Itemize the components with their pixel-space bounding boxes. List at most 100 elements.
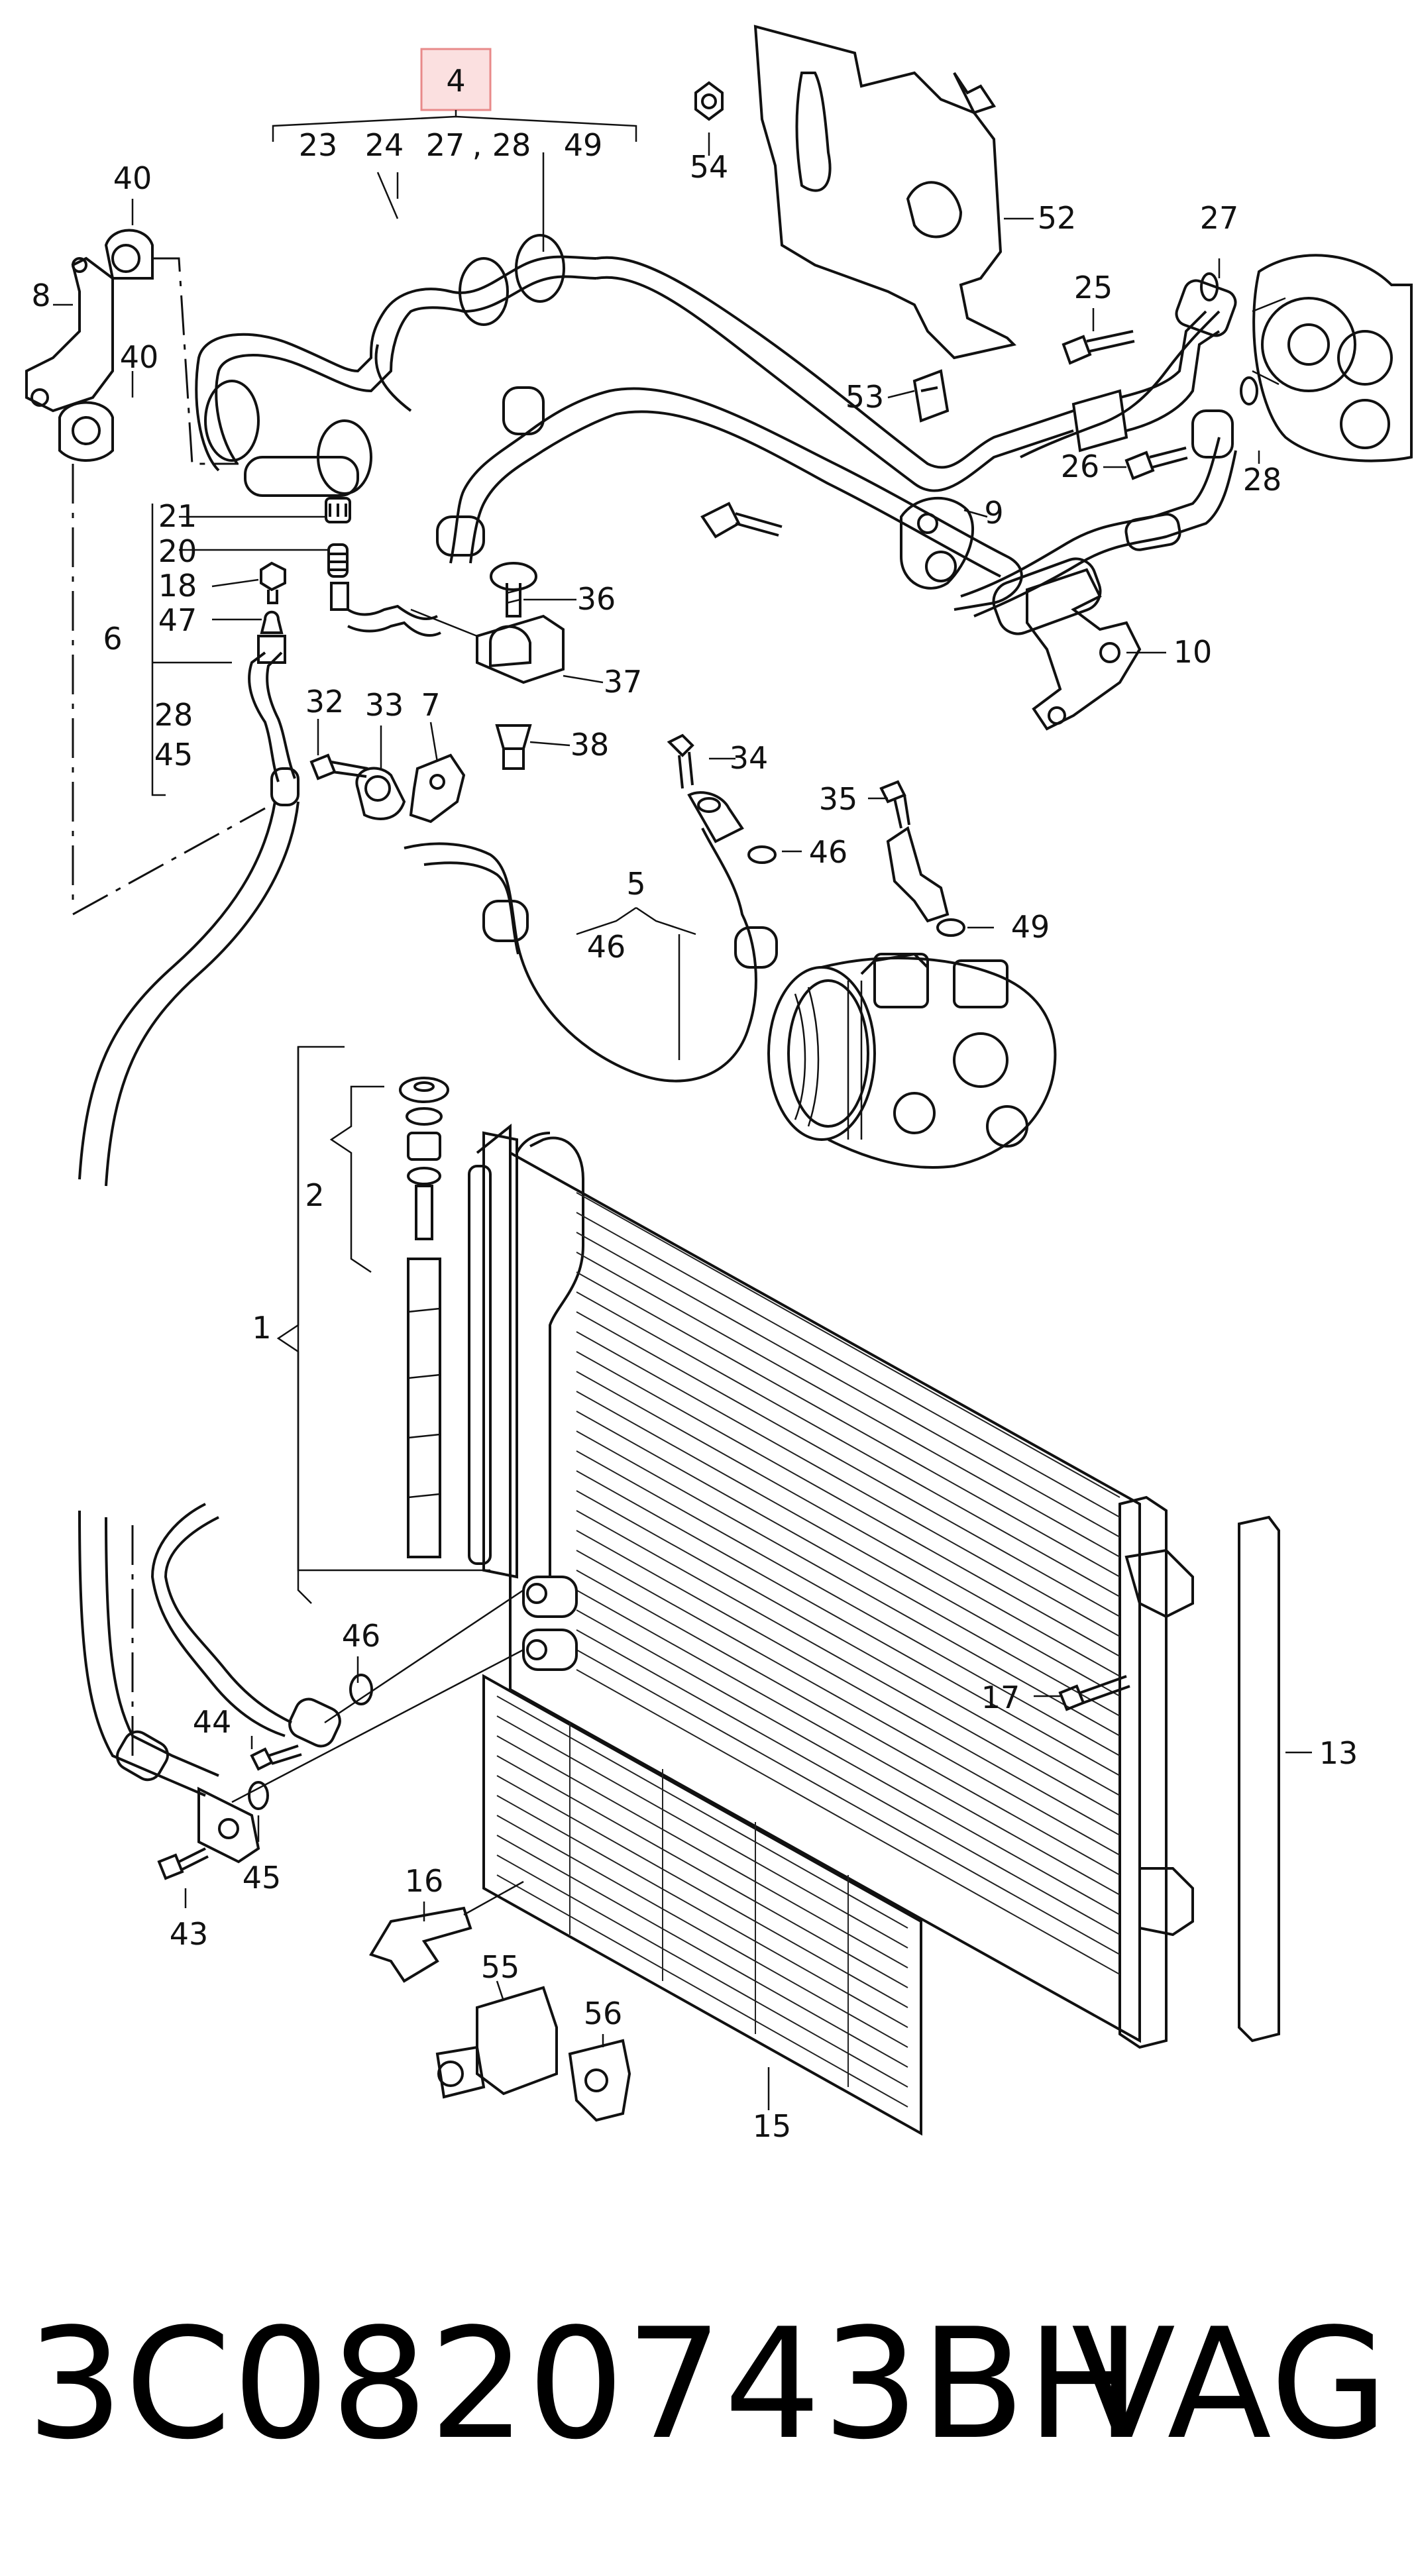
callout-10[interactable]: 10 [1173, 634, 1213, 670]
seal-strip-13 [1238, 1515, 1280, 2043]
condenser-core [468, 1123, 1194, 2049]
callout-33[interactable]: 33 [365, 687, 404, 723]
leader-lines [53, 133, 1312, 2110]
part-number-label: 3C0820743BH [27, 2296, 1142, 2473]
o-ring-28-right [1240, 376, 1258, 405]
callout-4[interactable]: 4 [446, 63, 465, 99]
hose-assembly-4 [195, 234, 1237, 497]
callout-28-left[interactable]: 28 [154, 697, 193, 733]
ac-compressor [767, 952, 1057, 1169]
bracket-56 [568, 2039, 631, 2122]
clamp-33 [355, 767, 406, 820]
callout-5[interactable]: 5 [626, 866, 645, 902]
brand-label: VAG [1071, 2296, 1389, 2473]
o-ring-46-lower [349, 1674, 373, 1705]
callout-38[interactable]: 38 [571, 727, 610, 763]
bolt-25 [1062, 330, 1135, 365]
o-ring-49 [936, 918, 965, 937]
heat-shield-52 [753, 25, 1016, 360]
callout-46-lower[interactable]: 46 [342, 1618, 381, 1654]
callout-49-top[interactable]: 49 [564, 127, 603, 163]
callout-25[interactable]: 25 [1074, 270, 1113, 305]
callout-40-lower[interactable]: 40 [120, 339, 159, 375]
callout-15[interactable]: 15 [753, 2108, 792, 2144]
callout-44[interactable]: 44 [193, 1704, 232, 1740]
clamp-40-upper [104, 229, 154, 280]
callout-20[interactable]: 20 [158, 533, 197, 569]
sensor-stack-21-20-18 [260, 497, 351, 634]
callout-54[interactable]: 54 [690, 149, 729, 185]
callout-40-upper[interactable]: 40 [113, 160, 152, 196]
callout-7[interactable]: 7 [421, 687, 440, 723]
condenser-fins [576, 1192, 1120, 1975]
clamp-40-lower [58, 401, 114, 462]
screw-36 [490, 562, 537, 617]
callout-9[interactable]: 9 [984, 495, 1003, 531]
callout-27-top[interactable]: 27 [426, 127, 465, 163]
leader-40-right [152, 257, 239, 465]
o-ring-46-upper [747, 845, 777, 864]
callout-23[interactable]: 23 [299, 127, 338, 163]
leader-6-lower [72, 807, 266, 916]
compressor-pipe-bend [886, 826, 950, 923]
o-ring-45-lower [248, 1781, 269, 1810]
bracket-1-2 [276, 1046, 490, 1604]
bolt-17 [1058, 1675, 1130, 1711]
bracket-4 [272, 110, 637, 142]
callout-27-right[interactable]: 27 [1200, 200, 1239, 236]
callout-16[interactable]: 16 [405, 1863, 444, 1899]
callout-17[interactable]: 17 [981, 1680, 1020, 1715]
callout-35[interactable]: 35 [819, 781, 858, 817]
callout-46-mid[interactable]: 46 [587, 929, 626, 965]
bolt-32 [309, 753, 368, 780]
bracket-7 [409, 753, 466, 824]
callout-52[interactable]: 52 [1038, 200, 1077, 236]
o-ring-27 [1200, 272, 1219, 301]
evaporator-flange [1252, 254, 1413, 462]
callout-18[interactable]: 18 [158, 568, 197, 604]
callout-43[interactable]: 43 [170, 1916, 209, 1952]
callout-8[interactable]: 8 [31, 278, 50, 313]
callout-46-upper[interactable]: 46 [809, 834, 848, 870]
callout-6[interactable]: 6 [103, 621, 122, 657]
condenser-fittings [131, 1503, 578, 1864]
clip-16 [369, 1880, 524, 1983]
callout-37[interactable]: 37 [604, 664, 643, 700]
callout-1[interactable]: 1 [252, 1310, 271, 1346]
condenser-grille-15 [482, 1674, 922, 2136]
dryer-cartridge-2 [399, 1077, 449, 1558]
bolt-54 [694, 81, 724, 121]
callout-45-lower[interactable]: 45 [243, 1860, 282, 1896]
callout-13[interactable]: 13 [1319, 1735, 1358, 1771]
callout-24[interactable]: 24 [365, 127, 404, 163]
callout-28-top[interactable]: 28 [492, 127, 531, 163]
bolt-44 [250, 1744, 302, 1771]
callout-labels: 4 23 24 27 , 28 49 54 52 27 25 53 26 28 … [31, 63, 1358, 2144]
footer-caption: 3C0820743BH VAG [0, 2299, 1416, 2471]
callout-56[interactable]: 56 [584, 1996, 623, 2031]
callout-28-right[interactable]: 28 [1243, 462, 1282, 498]
callout-53[interactable]: 53 [845, 379, 885, 415]
callout-32[interactable]: 32 [305, 684, 345, 720]
suction-line-5 [404, 791, 778, 1083]
clip-38 [495, 724, 532, 770]
callout-21[interactable]: 21 [158, 498, 197, 534]
callout-45-upper[interactable]: 45 [154, 737, 193, 773]
clip-53 [912, 369, 950, 423]
callout-comma: , [472, 127, 482, 163]
callout-36[interactable]: 36 [577, 581, 616, 617]
callout-55[interactable]: 55 [481, 1949, 520, 1985]
callout-26[interactable]: 26 [1061, 449, 1100, 484]
bracket-10 [1026, 568, 1142, 731]
callout-47[interactable]: 47 [158, 602, 197, 638]
bolt-26 [1124, 447, 1188, 480]
callout-2[interactable]: 2 [305, 1177, 324, 1213]
callout-34[interactable]: 34 [730, 740, 769, 776]
callout-49-right[interactable]: 49 [1011, 909, 1050, 945]
bolt-34 [667, 733, 694, 789]
bracket-8 [25, 256, 114, 413]
holder-37 [410, 608, 565, 684]
high-pressure-line [374, 344, 1102, 635]
highlight-box-4 [420, 48, 492, 111]
line-6 [78, 604, 441, 1797]
